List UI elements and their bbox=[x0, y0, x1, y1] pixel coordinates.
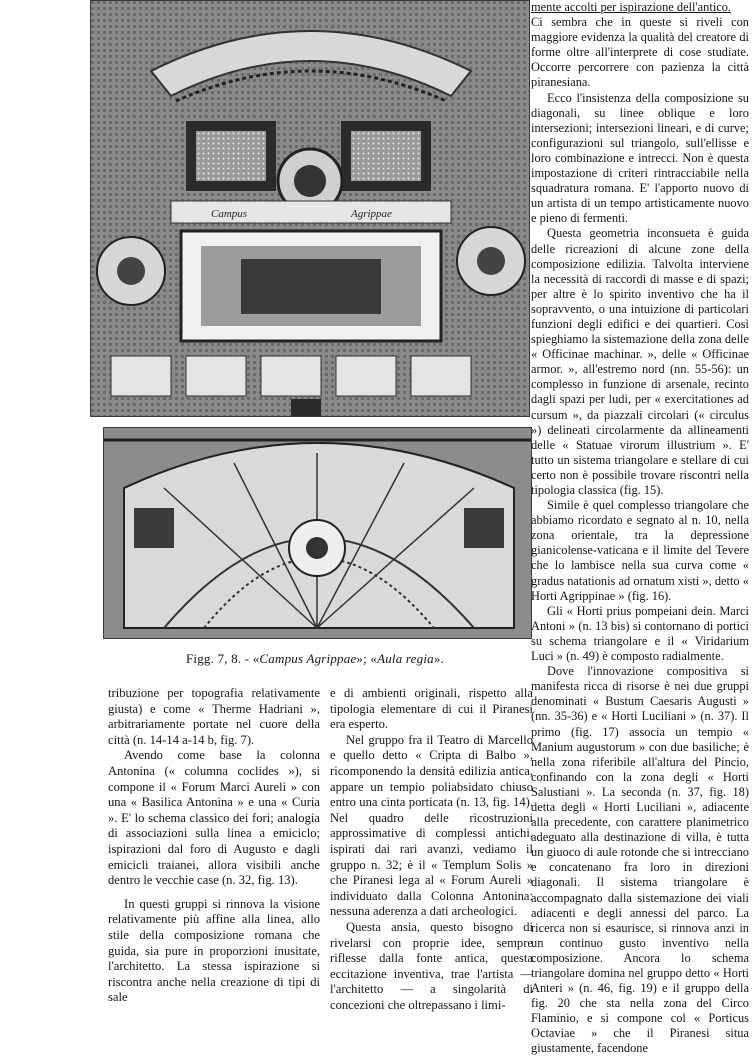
book-page: Campus Agrippae bbox=[90, 0, 749, 1055]
agrippae-label: Agrippae bbox=[350, 208, 392, 220]
caption-end: ». bbox=[433, 651, 445, 666]
paragraph: e di ambienti originali, rispetto alla t… bbox=[330, 686, 533, 732]
paragraph: Gli « Horti prius pompeiani dein. Marci … bbox=[531, 603, 749, 664]
paragraph: In questi gruppi si rinnova la visione r… bbox=[108, 896, 320, 1005]
campus-label: Campus bbox=[211, 208, 247, 220]
caption-title-aula: Aula regia bbox=[377, 651, 434, 666]
paragraph: Ecco l'insistenza della composizione su … bbox=[531, 90, 749, 226]
paragraph: Dove l'innovazione compositiva si manife… bbox=[531, 664, 749, 1056]
figure-7-campus-agrippae: Campus Agrippae bbox=[90, 0, 530, 417]
caption-label: Figg. 7, 8. - « bbox=[185, 651, 260, 666]
aula-regia-plan-image bbox=[104, 428, 531, 638]
paragraph: mente accolti per ispirazione dell'antic… bbox=[531, 0, 732, 14]
paragraph: Nel gruppo fra il Teatro di Marcello e q… bbox=[330, 732, 533, 919]
paragraph: Questa geometria inconsueta è guida dell… bbox=[531, 226, 749, 497]
caption-title-campus: Campus Agrippae bbox=[259, 651, 357, 666]
paragraph: Simile è quel complesso triangolare che … bbox=[531, 498, 749, 603]
paragraph: Avendo come base la colonna Antonina (« … bbox=[108, 748, 320, 888]
caption-separator: »; « bbox=[356, 651, 378, 666]
text-column-middle: e di ambienti originali, rispetto alla t… bbox=[330, 686, 533, 1013]
paragraph: tribuzione per topografia relativamente … bbox=[108, 686, 320, 747]
paragraph: Questa ansia, questo bisogno di rivelars… bbox=[330, 919, 533, 1012]
figure-8-aula-regia bbox=[103, 427, 532, 639]
text-column-left: tribuzione per topografia relativamente … bbox=[108, 686, 320, 1006]
paragraph: Ci sembra che in queste si riveli con ma… bbox=[531, 15, 749, 90]
figure-caption: Figg. 7, 8. - «Campus Agrippae»; «Aula r… bbox=[110, 651, 520, 667]
campus-agrippae-plan-image: Campus Agrippae bbox=[91, 1, 529, 416]
text-column-right: mente accolti per ispirazione dell'antic… bbox=[531, 0, 749, 1057]
